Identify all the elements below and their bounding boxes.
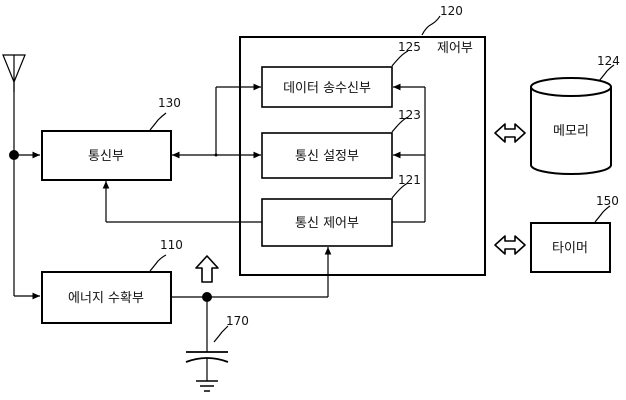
memory-cylinder <box>530 77 612 175</box>
memory-label: 메모리 <box>553 124 589 139</box>
timer-link-arrow-icon <box>494 235 526 255</box>
ground-icon <box>196 380 218 392</box>
energy-harvester-box <box>41 271 172 324</box>
timer-ref-leader <box>594 205 611 223</box>
memory-ref-leader <box>598 64 615 82</box>
antenna-icon <box>2 54 26 92</box>
timer-box <box>530 222 611 273</box>
data-transceiver-ref: 125 <box>398 40 421 54</box>
data-transceiver-box <box>261 66 393 108</box>
energy-harvester-ref: 110 <box>160 238 183 252</box>
comm-setting-box <box>261 132 393 179</box>
data-transceiver-label: 데이터 송수신부 <box>283 81 371 96</box>
capacitor-ref-leader <box>213 325 229 343</box>
comm-unit-ref: 130 <box>158 96 181 110</box>
capacitor-ref: 170 <box>226 314 249 328</box>
controller-ref-leader <box>421 15 441 36</box>
data-transceiver-ref-leader <box>391 50 409 67</box>
memory-ref: 124 <box>597 54 620 68</box>
controller-label: 제어부 <box>437 41 473 56</box>
comm-setting-ref-leader <box>391 116 409 133</box>
comm-unit-label: 통신부 <box>88 149 124 164</box>
comm-setting-label: 통신 설정부 <box>295 149 359 164</box>
energy-harvester-ref-leader <box>149 254 167 272</box>
memory-link-arrow-icon <box>494 123 526 143</box>
comm-control-ref: 121 <box>398 173 421 187</box>
energy-harvester-label: 에너지 수확부 <box>68 291 144 306</box>
timer-label: 타이머 <box>552 241 588 256</box>
power-up-arrow-icon <box>195 255 219 283</box>
comm-unit-box <box>41 130 172 181</box>
controller-ref: 120 <box>440 4 463 18</box>
comm-control-label: 통신 제어부 <box>295 216 359 231</box>
comm-setting-ref: 123 <box>398 108 421 122</box>
comm-unit-ref-leader <box>149 112 167 131</box>
comm-control-ref-leader <box>391 182 409 199</box>
timer-ref: 150 <box>596 194 619 208</box>
